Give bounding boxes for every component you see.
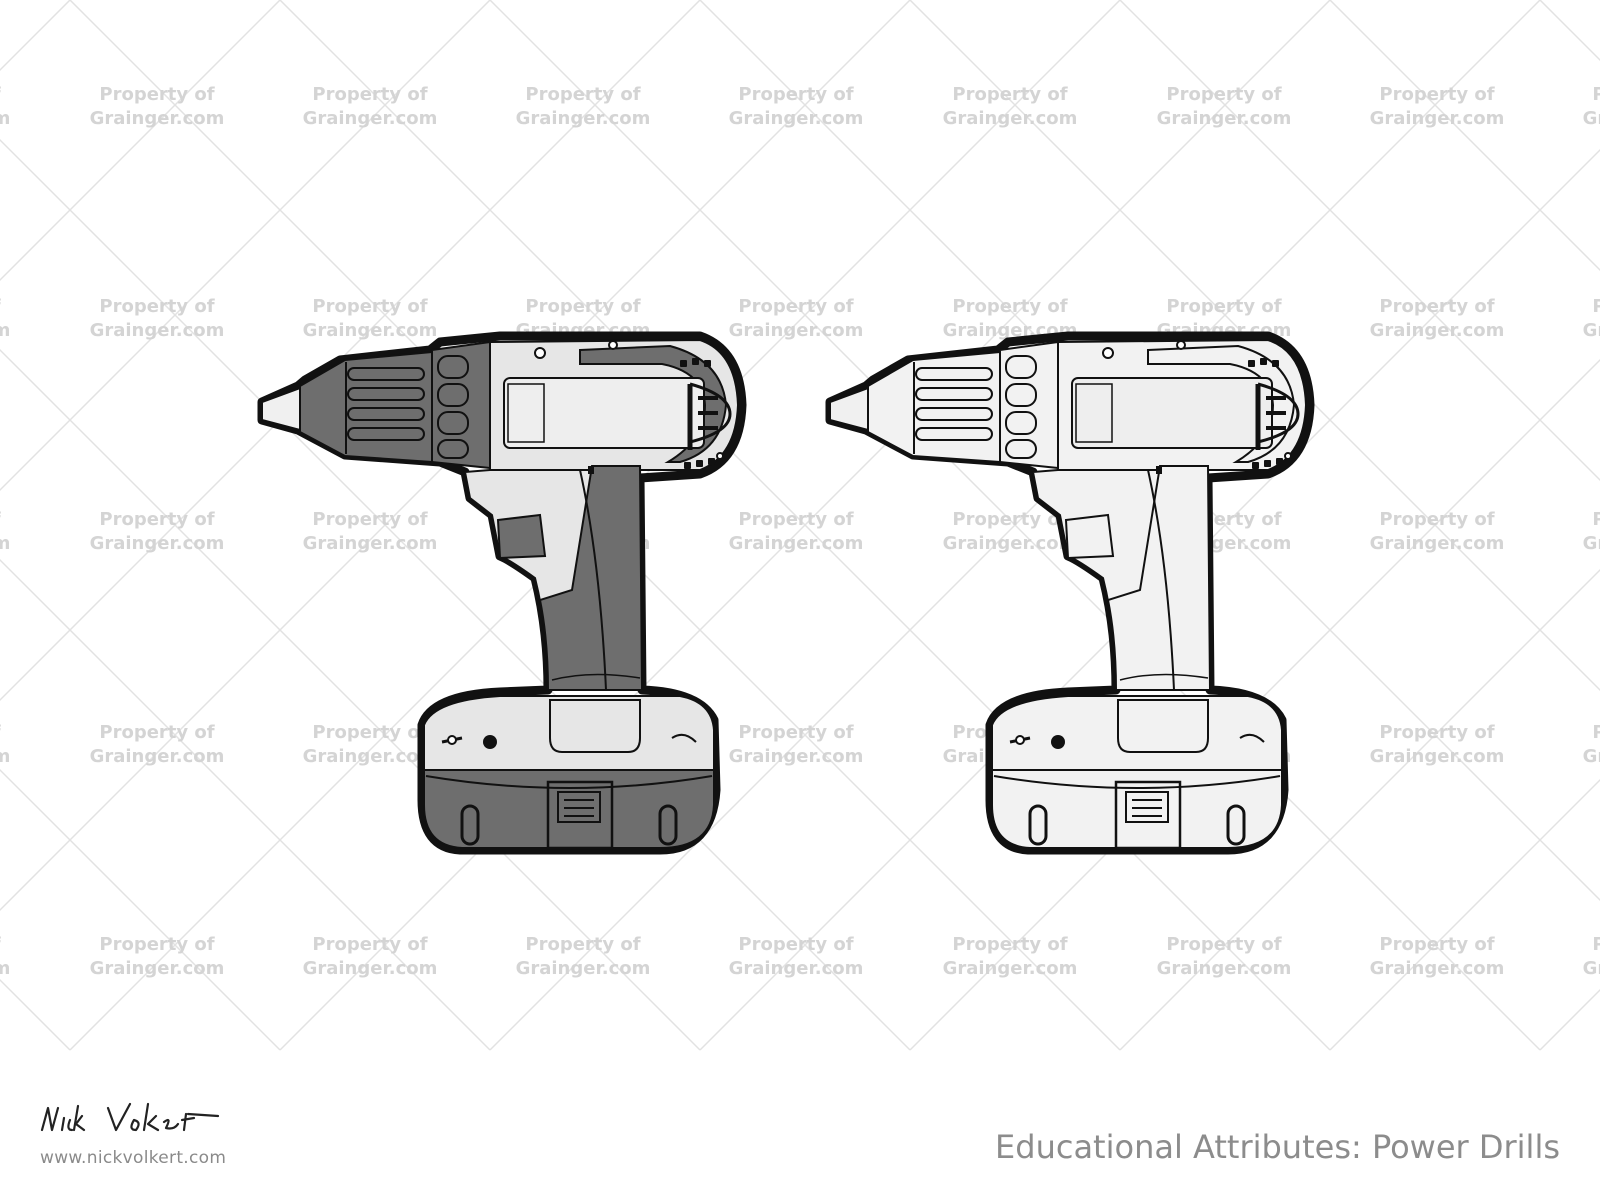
page-title: Educational Attributes: Power Drills xyxy=(995,1128,1560,1166)
power-drill-gray xyxy=(257,331,747,855)
website-url: www.nickvolkert.com xyxy=(40,1148,227,1168)
power-drill-white xyxy=(825,331,1315,855)
artist-signature xyxy=(40,1102,220,1132)
